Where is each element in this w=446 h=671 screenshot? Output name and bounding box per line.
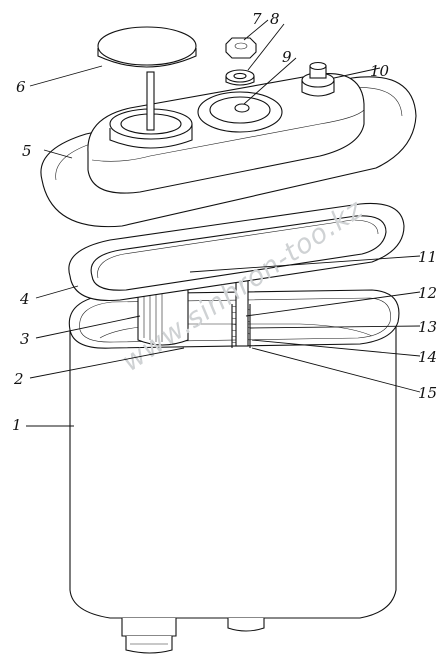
callout-7: 7: [252, 10, 262, 28]
callout-2: 2: [13, 370, 24, 388]
leader-lines: [26, 19, 421, 427]
callout-1: 1: [12, 416, 22, 434]
callout-12: 12: [418, 284, 437, 302]
callout-10: 10: [370, 62, 390, 80]
callout-3: 3: [20, 330, 30, 348]
knob: [97, 26, 197, 131]
callout-13: 13: [418, 318, 437, 336]
callout-11: 11: [418, 248, 437, 266]
washer: [225, 69, 255, 86]
nut: [225, 37, 257, 59]
callout-5: 5: [22, 142, 32, 160]
callout-9: 9: [282, 48, 292, 66]
callout-4: 4: [19, 290, 30, 308]
callout-8: 8: [270, 10, 280, 28]
callout-6: 6: [16, 78, 26, 96]
callout-15: 15: [418, 384, 437, 402]
plug: [301, 61, 335, 97]
cover: [40, 73, 417, 228]
gasket: [68, 202, 405, 302]
callout-14: 14: [418, 348, 437, 366]
cover-boss: [197, 91, 283, 133]
housing-body: [68, 289, 400, 654]
